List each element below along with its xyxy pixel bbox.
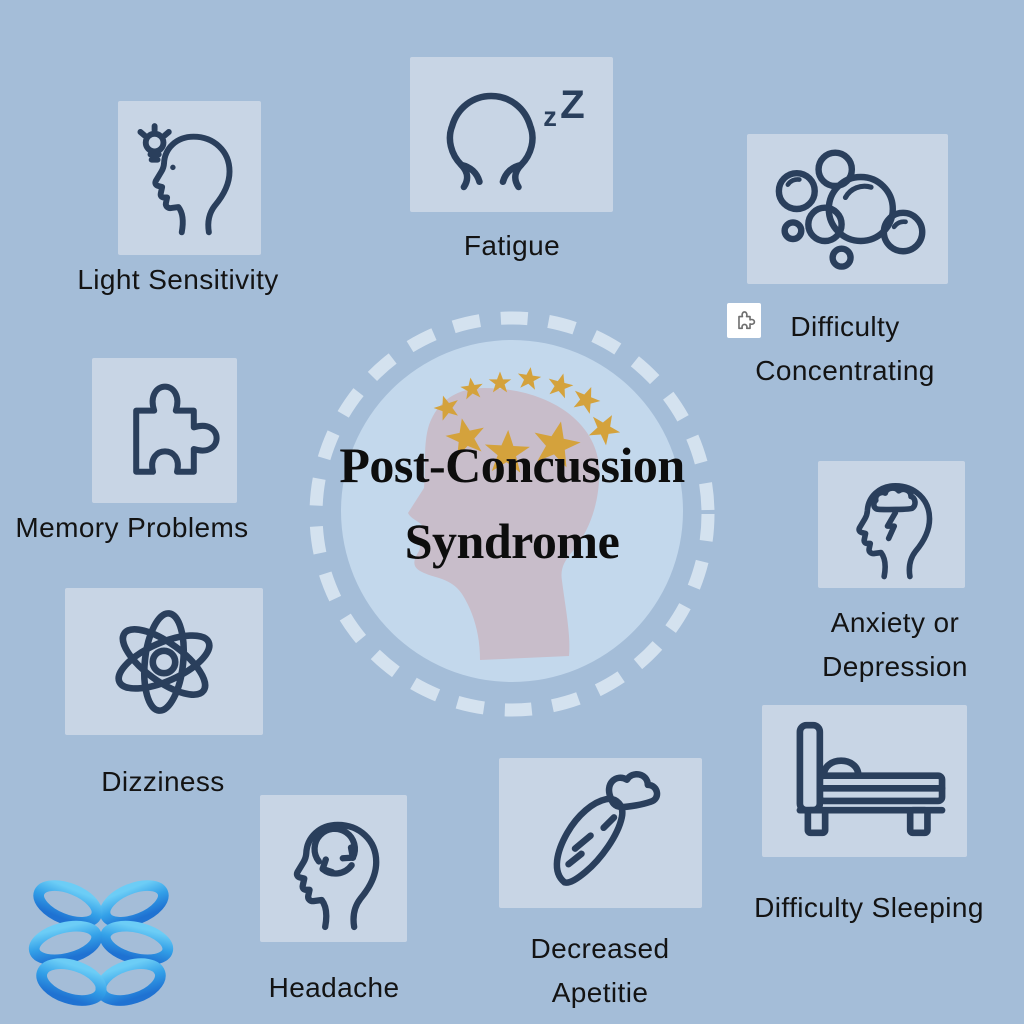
dashed-ring (309, 311, 715, 717)
symptom-label-difficulty-sleeping: Difficulty Sleeping (754, 892, 984, 923)
title-line-1: Post-Concussion (339, 437, 685, 493)
symptom-label-headache: Headache (268, 972, 400, 1003)
brain-left-half (28, 874, 107, 1012)
head-silhouette (408, 388, 600, 660)
zz-text-small: z (543, 100, 557, 131)
symptom-label-fatigue: Fatigue (463, 230, 561, 261)
symptom-tile-fatigue: z Z (410, 57, 613, 212)
bed-icon (796, 721, 945, 837)
carrot-icon (553, 771, 660, 886)
symptom-label-light-sensitivity: Light Sensitivity (77, 264, 279, 295)
center-graphic (309, 311, 715, 717)
symptom-label-decreased-appetite: Decreased Apetitie (530, 933, 670, 1008)
symptom-tile-memory-problems (92, 358, 237, 503)
symptom-tile-light-sensitivity (118, 101, 261, 255)
symptom-label-difficulty-concentrating: Difficulty Concentrating (755, 311, 935, 386)
symptom-tile-anxiety-depression (818, 461, 965, 588)
center-group: Post-Concussion Syndrome (302, 302, 722, 722)
symptom-label-memory-problems: Memory Problems (15, 512, 249, 543)
head-lightbulb-icon (136, 123, 232, 236)
head-storm-cloud-icon (855, 482, 932, 579)
bubbles-icon (775, 149, 925, 270)
symptom-label-anxiety-depression: Anxiety or Depression (822, 607, 968, 682)
symptom-tile-dizziness (65, 588, 263, 735)
symptom-tile-difficulty-sleeping (762, 705, 967, 857)
sleeping-person-zz-icon: z Z (446, 82, 585, 190)
symptom-tile-decreased-appetite (499, 758, 702, 908)
symptom-tile-difficulty-concentrating (747, 134, 948, 284)
head-cycle-arrows-icon (293, 821, 379, 930)
brain-logo (28, 874, 174, 1012)
symptom-tile-headache (260, 795, 407, 942)
brain-right-half (95, 874, 174, 1012)
puzzle-piece-badge (727, 303, 761, 338)
eye-dot (169, 164, 176, 171)
title-line-2: Syndrome (404, 513, 620, 569)
zz-text-big: Z (560, 82, 585, 127)
puzzle-piece-icon (132, 383, 220, 475)
symptom-label-dizziness: Dizziness (101, 766, 225, 797)
puzzle-piece-badge-icon (737, 311, 755, 330)
atom-icon (115, 609, 213, 714)
